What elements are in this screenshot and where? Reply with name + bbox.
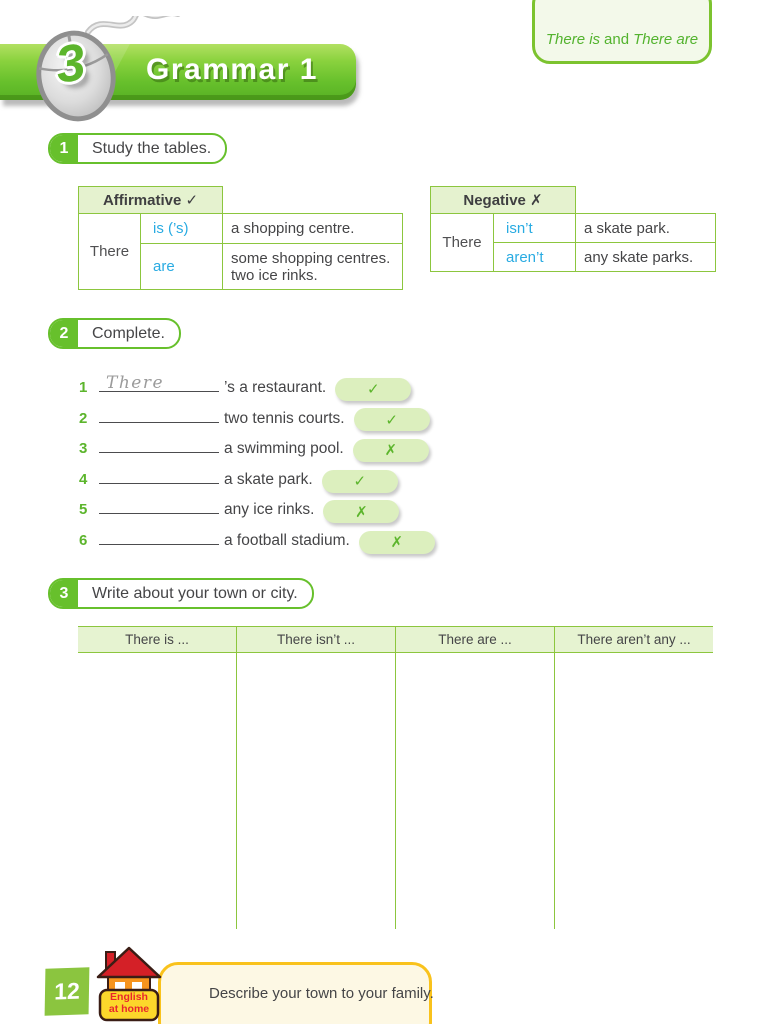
topic-there-are: There are: [633, 31, 699, 48]
town-writing-table: There is ... There isn’t ... There are .…: [78, 626, 713, 929]
topic-box: There is and There are: [532, 0, 712, 64]
negative-table: Negative ✗ There isn’t a skate park. are…: [430, 186, 716, 272]
section-number-badge: 2: [50, 320, 78, 347]
subject-cell: There: [78, 213, 141, 290]
column-header: There is ...: [78, 627, 237, 652]
section-study-header: 1 Study the tables.: [48, 133, 228, 164]
english-at-home-task-box: Describe your town to your family.: [158, 962, 434, 1024]
item-text: a swimming pool.: [224, 440, 344, 458]
column-header: There are ...: [396, 627, 555, 652]
writing-cell: [396, 653, 555, 929]
answer-blank: [99, 496, 219, 515]
section-label: Study the tables.: [92, 139, 212, 157]
section-label: Complete.: [92, 324, 165, 342]
complement-line: two ice rinks.: [231, 266, 318, 284]
answer-blank: There: [99, 373, 219, 393]
task-text: Describe your town to your family.: [209, 985, 434, 1002]
english-at-home-label: English at home: [96, 991, 162, 1015]
exercise-item: 1 There ’s a restaurant. ✓: [79, 373, 435, 405]
answer-blank: [99, 405, 219, 423]
column-header: There isn’t ...: [237, 627, 396, 652]
section-label: Write about your town or city.: [92, 584, 298, 602]
section-number-badge: 3: [50, 580, 78, 607]
complement-line: some shopping centres.: [231, 249, 391, 267]
verb-cell: isn’t: [493, 213, 576, 243]
check-badge: ✓: [353, 408, 430, 432]
exercise-item: 6 a football stadium. ✗: [79, 527, 435, 558]
writing-cell: [78, 653, 237, 929]
item-text: ’s a restaurant.: [224, 379, 327, 396]
cross-badge: ✗: [358, 530, 435, 554]
badge-line-1: English: [110, 991, 148, 1003]
computer-mouse-icon: [28, 9, 198, 126]
subject-cell: There: [430, 213, 494, 272]
verb-cell: is (’s): [140, 213, 223, 244]
complement-cell: some shopping centres. two ice rinks.: [222, 243, 403, 290]
item-number: 6: [79, 531, 88, 549]
verb-cell: aren’t: [493, 242, 576, 272]
item-text: two tennis courts.: [224, 409, 345, 427]
english-at-home-icon: English at home: [96, 944, 162, 1024]
affirmative-table: Affirmative ✓ There is (’s) a shopping c…: [78, 186, 403, 290]
section-number-badge: 1: [50, 135, 78, 162]
verb-cell: are: [140, 243, 223, 290]
badge-line-2: at home: [108, 1002, 150, 1015]
item-number: 3: [79, 440, 88, 458]
item-text: any ice rinks.: [224, 501, 315, 519]
exercise-item: 4 a skate park. ✓: [79, 466, 435, 497]
cross-badge: ✗: [323, 500, 400, 524]
writing-cell: [237, 653, 396, 929]
complete-exercise: 1 There ’s a restaurant. ✓ 2 two tennis …: [79, 373, 435, 558]
check-badge: ✓: [321, 469, 398, 493]
section-write-header: 3 Write about your town or city.: [48, 578, 314, 609]
table-spacer: [223, 187, 403, 214]
affirmative-table-title: Affirmative ✓: [78, 186, 223, 214]
negative-table-title: Negative ✗: [430, 186, 576, 214]
table-spacer: [576, 187, 716, 214]
handwritten-answer: There: [106, 373, 165, 393]
complement-cell: any skate parks.: [575, 242, 716, 272]
page-title: Grammar 1: [146, 53, 318, 86]
answer-blank: [99, 435, 219, 454]
complement-cell: a skate park.: [575, 213, 716, 243]
topic-there-is: There is: [545, 31, 601, 48]
answer-blank: [99, 466, 219, 484]
answer-blank: [99, 527, 219, 545]
table-header-row: There is ... There isn’t ... There are .…: [78, 626, 713, 653]
item-text: a skate park.: [224, 470, 313, 488]
page-number: 12: [44, 967, 90, 1016]
table-body-row: [78, 653, 713, 929]
column-header: There aren’t any ...: [577, 632, 691, 647]
item-number: 1: [79, 379, 88, 396]
exercise-item: 3 a swimming pool. ✗: [79, 435, 435, 466]
complement-cell: a shopping centre.: [222, 213, 403, 244]
writing-cell: [555, 653, 713, 929]
item-text: a football stadium.: [224, 531, 350, 549]
item-number: 2: [79, 409, 88, 427]
section-complete-header: 2 Complete.: [48, 318, 181, 349]
cross-badge: ✗: [352, 438, 429, 462]
exercise-item: 5 any ice rinks. ✗: [79, 496, 435, 527]
item-number: 5: [79, 501, 88, 519]
topic-and: and: [604, 31, 630, 48]
exercise-item: 2 two tennis courts. ✓: [79, 405, 435, 436]
check-badge: ✓: [335, 377, 412, 401]
item-number: 4: [79, 470, 88, 488]
